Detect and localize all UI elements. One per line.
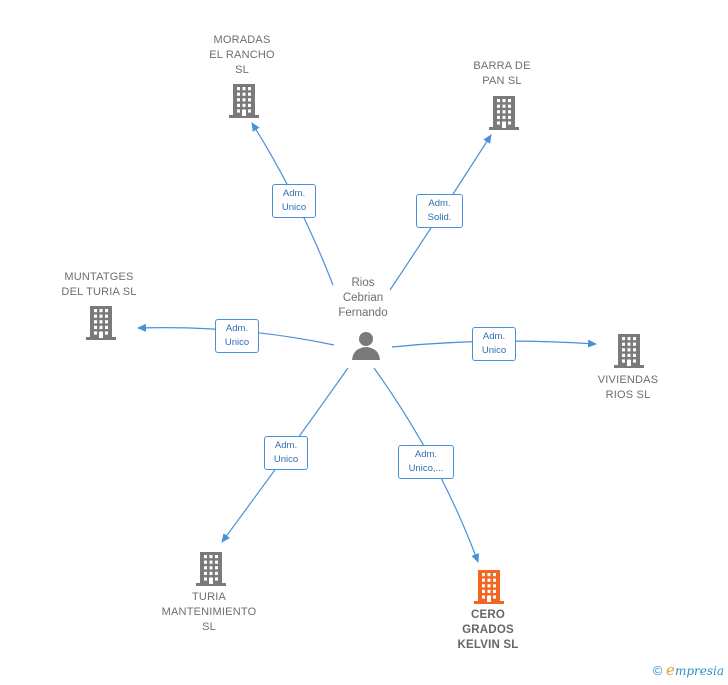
- company-label-barra[interactable]: BARRA DE PAN SL: [473, 60, 531, 87]
- building-icon[interactable]: [474, 570, 504, 609]
- copyright-icon: ©: [652, 663, 663, 678]
- relation-label[interactable]: Adm. Unico,...: [398, 445, 454, 479]
- building-icon[interactable]: [229, 84, 259, 123]
- person-icon[interactable]: [350, 330, 382, 360]
- company-label-cero[interactable]: CERO GRADOS KELVIN SL: [457, 609, 519, 651]
- brand-logo-initial: e: [666, 661, 675, 679]
- building-icon[interactable]: [196, 552, 226, 591]
- building-icon[interactable]: [86, 306, 116, 345]
- person-name[interactable]: Rios Cebrian Fernando: [338, 277, 388, 319]
- company-label-turia[interactable]: TURIA MANTENIMIENTO SL: [161, 591, 257, 633]
- brand-logo-text: mpresia: [674, 664, 724, 678]
- relation-label[interactable]: Adm. Unico: [472, 327, 516, 361]
- company-label-viviendas[interactable]: VIVIENDAS RIOS SL: [597, 374, 659, 401]
- relation-label[interactable]: Adm. Unico: [272, 184, 316, 218]
- building-icon[interactable]: [614, 334, 644, 373]
- building-icon[interactable]: [489, 96, 519, 135]
- relation-label[interactable]: Adm. Unico: [215, 319, 259, 353]
- relation-label[interactable]: Adm. Unico: [264, 436, 308, 470]
- footer-brand[interactable]: © empresia: [653, 661, 724, 679]
- company-label-muntatges[interactable]: MUNTATGES DEL TURIA SL: [61, 271, 137, 298]
- relation-label[interactable]: Adm. Solid.: [416, 194, 463, 228]
- company-label-moradas[interactable]: MORADAS EL RANCHO SL: [209, 34, 275, 76]
